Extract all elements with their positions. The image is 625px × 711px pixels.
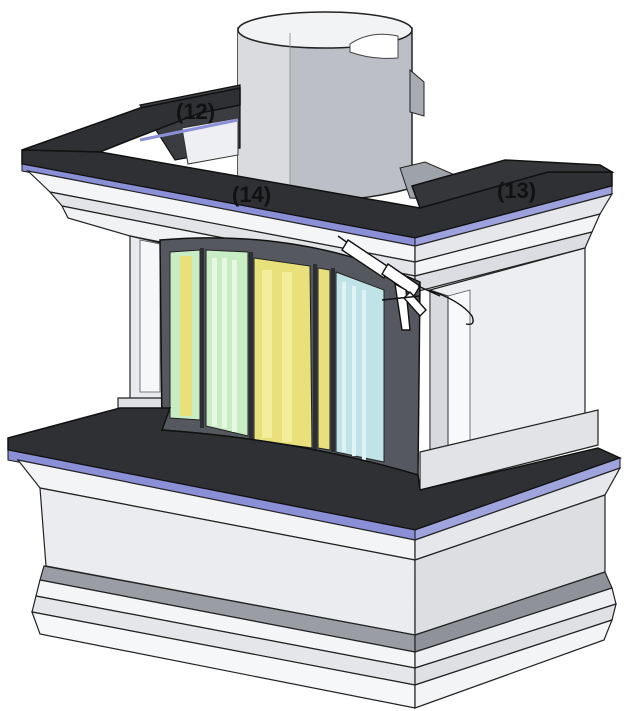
callout-part-12: (12) bbox=[176, 99, 216, 124]
flue-pipe bbox=[237, 11, 463, 203]
stove-doors bbox=[159, 237, 421, 493]
callout-part-13: (13) bbox=[497, 178, 537, 203]
right-pillar bbox=[419, 247, 599, 491]
callout-part-14: (14) bbox=[232, 182, 272, 207]
caulking-gun-icon bbox=[337, 235, 474, 331]
base-body bbox=[16, 459, 622, 636]
top-mantel-slab bbox=[21, 84, 615, 247]
base-plinth bbox=[31, 565, 617, 709]
hearth-slab bbox=[7, 407, 623, 541]
